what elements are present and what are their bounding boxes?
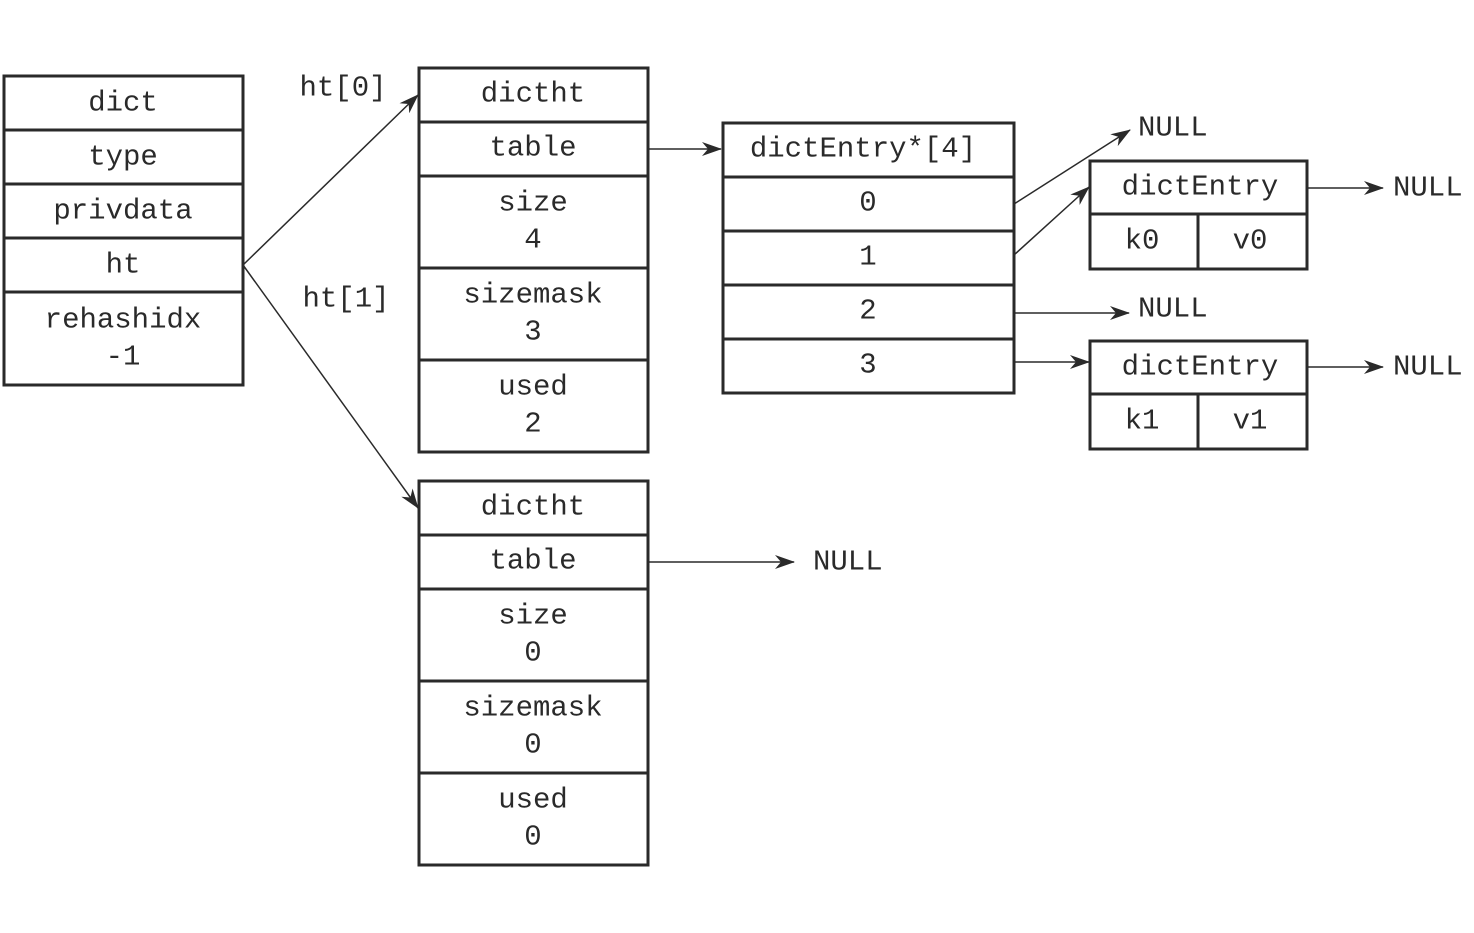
ht1-arrow [242,264,419,509]
ht1-used-value: 0 [524,821,541,854]
ht1-used-field: used [498,784,568,817]
dict-type-field: type [88,141,158,174]
ht1-title-cell [417,479,650,537]
ht0-used-field: used [498,371,568,404]
dict-entry-1: dictEntry k1 v1 [1088,339,1309,451]
ht0-sizemask-field: sizemask [463,279,602,312]
entry0-value-cell [1196,212,1309,271]
bucket-array: dictEntry*[4] 0 1 2 3 [721,121,1016,395]
entry1-next-null-label: NULL [1393,351,1463,384]
ht0-dictht: dictht table size 4 sizemask 3 used 2 [417,66,650,454]
entry1-key-cell [1088,392,1200,451]
ht1-title: dictht [481,491,585,524]
dict-rehashidx-field: rehashidx [45,304,202,337]
ht0-used-value: 2 [524,408,541,441]
bucket-slot [721,283,1016,341]
dict-rehashidx-cell [2,290,245,387]
entry0-title: dictEntry [1122,171,1279,204]
ht0-title: dictht [481,78,585,111]
entry0-key-cell [1088,212,1200,271]
dict-entry-0: dictEntry k0 v0 [1088,159,1309,271]
entry0-title-cell [1088,159,1309,216]
ht0-arrow [242,94,419,266]
ht0-size-field: size [498,187,568,220]
bucket-array-title-cell [721,121,1016,179]
ht0-pointer-label: ht[0] [299,72,386,105]
dict-title: dict [88,87,158,120]
ht1-table-cell [417,533,650,591]
slot1-entry-arrow [1013,186,1090,256]
ht1-pointer-label: ht[1] [302,283,389,316]
entry1-value-cell [1196,392,1309,451]
ht1-dictht: dictht table size 0 sizemask 0 used 0 [417,479,650,867]
dict-title-cell [2,74,245,132]
entry1-value: v1 [1233,405,1268,438]
entry0-next-null-label: NULL [1393,172,1463,205]
ht1-size-value: 0 [524,637,541,670]
ht1-table-field: table [489,545,576,578]
bucket-slot-label: 2 [859,295,876,328]
ht1-table-null-label: NULL [813,546,883,579]
ht1-sizemask-field: sizemask [463,692,602,725]
ht0-used-cell [417,358,650,454]
dict-struct: dict type privdata ht rehashidx -1 [2,74,245,387]
bucket-slot-label: 3 [859,349,876,382]
ht0-table-field: table [489,132,576,165]
bucket-slot-label: 1 [859,241,876,274]
ht1-sizemask-value: 0 [524,729,541,762]
bucket-slot [721,337,1016,395]
ht1-size-field: size [498,600,568,633]
ht0-size-value: 4 [524,224,541,257]
slot0-null-label: NULL [1138,112,1208,145]
slot2-null-label: NULL [1138,293,1208,326]
ht1-sizemask-cell [417,679,650,775]
dict-privdata-field: privdata [53,195,192,228]
slot0-null-arrow [1013,129,1131,205]
bucket-slot-label: 0 [859,187,876,220]
entry0-key: k0 [1125,225,1160,258]
bucket-slot [721,175,1016,233]
entry1-key: k1 [1125,405,1160,438]
entry1-title: dictEntry [1122,351,1279,384]
bucket-array-title: dictEntry*[4] [750,133,976,166]
dict-ht-field: ht [106,249,141,282]
bucket-slot [721,229,1016,287]
ht0-sizemask-value: 3 [524,316,541,349]
ht0-title-cell [417,66,650,124]
entry0-value: v0 [1233,225,1268,258]
ht1-used-cell [417,771,650,867]
dict-rehashidx-value: -1 [106,341,141,374]
ht0-size-cell [417,174,650,270]
